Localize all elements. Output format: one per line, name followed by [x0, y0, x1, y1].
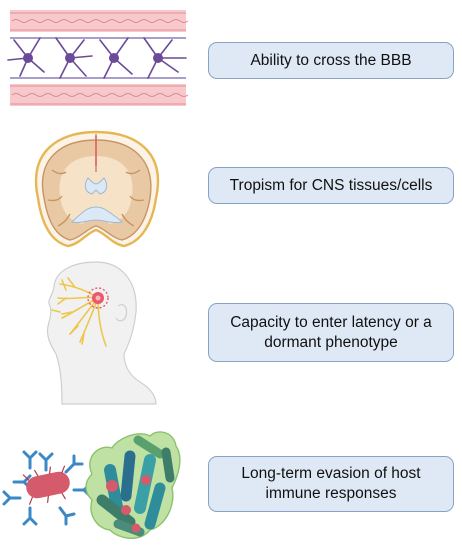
head-trigeminal-ganglion-icon	[46, 261, 157, 405]
feature-label: Capacity to enter latency or a dormant p…	[230, 313, 432, 351]
bacteria-antibody-icon	[2, 431, 181, 539]
brain-coronal-section-icon	[34, 130, 160, 248]
feature-label: Ability to cross the BBB	[250, 51, 412, 69]
bbb-cross-section-icon	[7, 10, 189, 106]
feature-label: Tropism for CNS tissues/cells	[229, 176, 433, 194]
feature-label: Long-term evasion of host immune respons…	[241, 465, 421, 502]
feature-box-bbb: Ability to cross the BBB	[208, 42, 454, 79]
feature-box-immune-evasion: Long-term evasion of host immune respons…	[208, 456, 454, 512]
feature-box-latency: Capacity to enter latency or a dormant p…	[208, 303, 454, 362]
feature-box-tropism: Tropism for CNS tissues/cells	[208, 167, 454, 204]
